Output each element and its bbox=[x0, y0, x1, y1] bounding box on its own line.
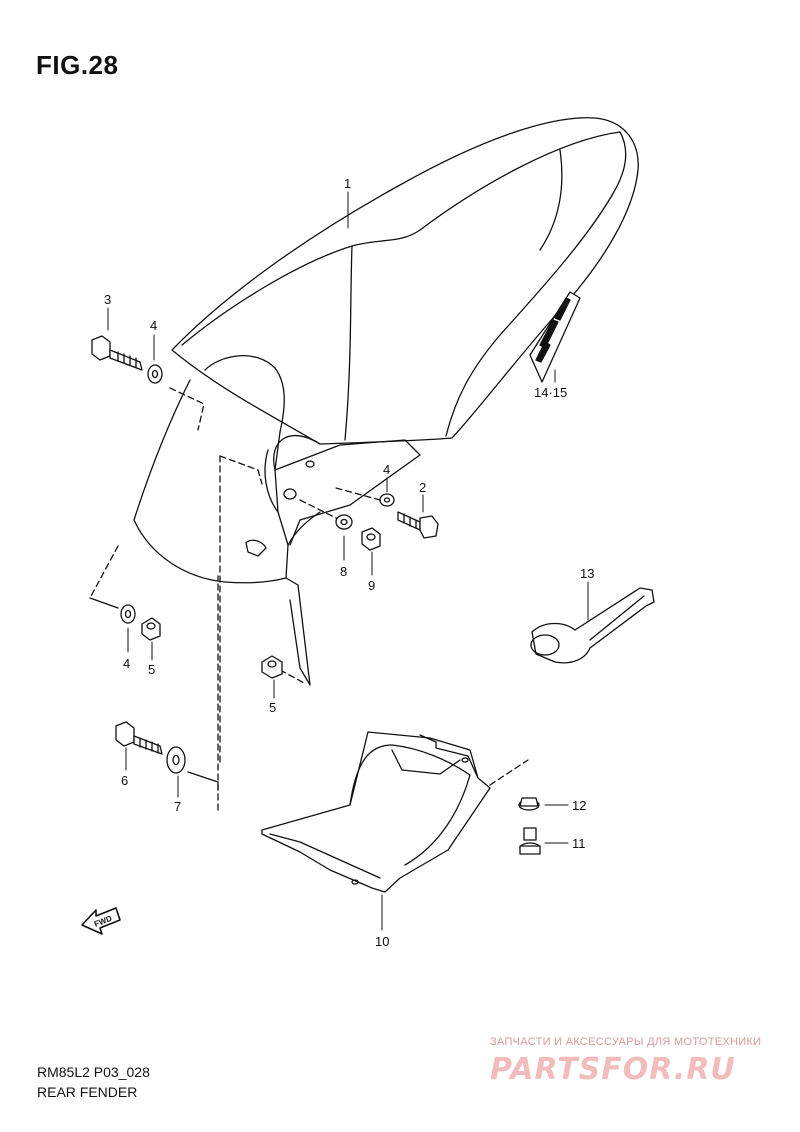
bolt-11 bbox=[519, 827, 541, 855]
washer-4-upper bbox=[147, 364, 163, 384]
mud-guard-10 bbox=[261, 731, 491, 893]
figure-title: FIG.28 bbox=[36, 50, 119, 80]
callout-13: 13 bbox=[580, 566, 594, 581]
bolt-2 bbox=[397, 511, 439, 539]
bolt-3 bbox=[91, 335, 143, 371]
tool-13 bbox=[530, 587, 655, 664]
rear-fender-part bbox=[133, 117, 639, 686]
callout-11: 11 bbox=[572, 836, 586, 851]
callout-3: 3 bbox=[104, 292, 111, 307]
callout-6: 6 bbox=[121, 773, 128, 788]
callout-12: 12 bbox=[572, 798, 586, 813]
callout-4-right: 4 bbox=[383, 462, 390, 477]
callout-4-upper: 4 bbox=[150, 318, 157, 333]
washer-4-lower bbox=[120, 604, 136, 624]
watermark-logo: PARTSFOR.RU bbox=[490, 1052, 736, 1087]
fwd-arrow-icon bbox=[81, 907, 121, 935]
callout-9: 9 bbox=[368, 578, 375, 593]
callout-5-middle: 5 bbox=[269, 700, 276, 715]
nut-9 bbox=[361, 527, 381, 551]
callout-8: 8 bbox=[340, 564, 347, 579]
callout-7: 7 bbox=[174, 799, 181, 814]
callout-10: 10 bbox=[375, 934, 389, 949]
washer-4-right bbox=[379, 493, 395, 507]
leader-lines bbox=[107, 191, 589, 931]
installation-guide-lines bbox=[89, 387, 529, 811]
nut-5-left bbox=[141, 617, 161, 641]
bolt-6 bbox=[115, 721, 163, 755]
callout-2: 2 bbox=[419, 480, 426, 495]
figure-code: RM85L2 P03_028 bbox=[37, 1064, 150, 1080]
callout-14-15: 14·15 bbox=[534, 385, 567, 400]
watermark-tagline: ЗАПЧАСТИ И АКСЕССУАРЫ ДЛЯ МОТОТЕХНИКИ bbox=[490, 1036, 762, 1048]
callout-5-left: 5 bbox=[148, 662, 155, 677]
nut-5-middle bbox=[261, 655, 283, 679]
figure-name: REAR FENDER bbox=[37, 1084, 138, 1100]
nut-12 bbox=[518, 797, 540, 811]
callout-4-lower: 4 bbox=[123, 656, 130, 671]
decal-14-15 bbox=[529, 291, 581, 383]
washer-8 bbox=[335, 514, 353, 530]
callout-1: 1 bbox=[344, 176, 351, 191]
washer-7 bbox=[166, 746, 186, 774]
